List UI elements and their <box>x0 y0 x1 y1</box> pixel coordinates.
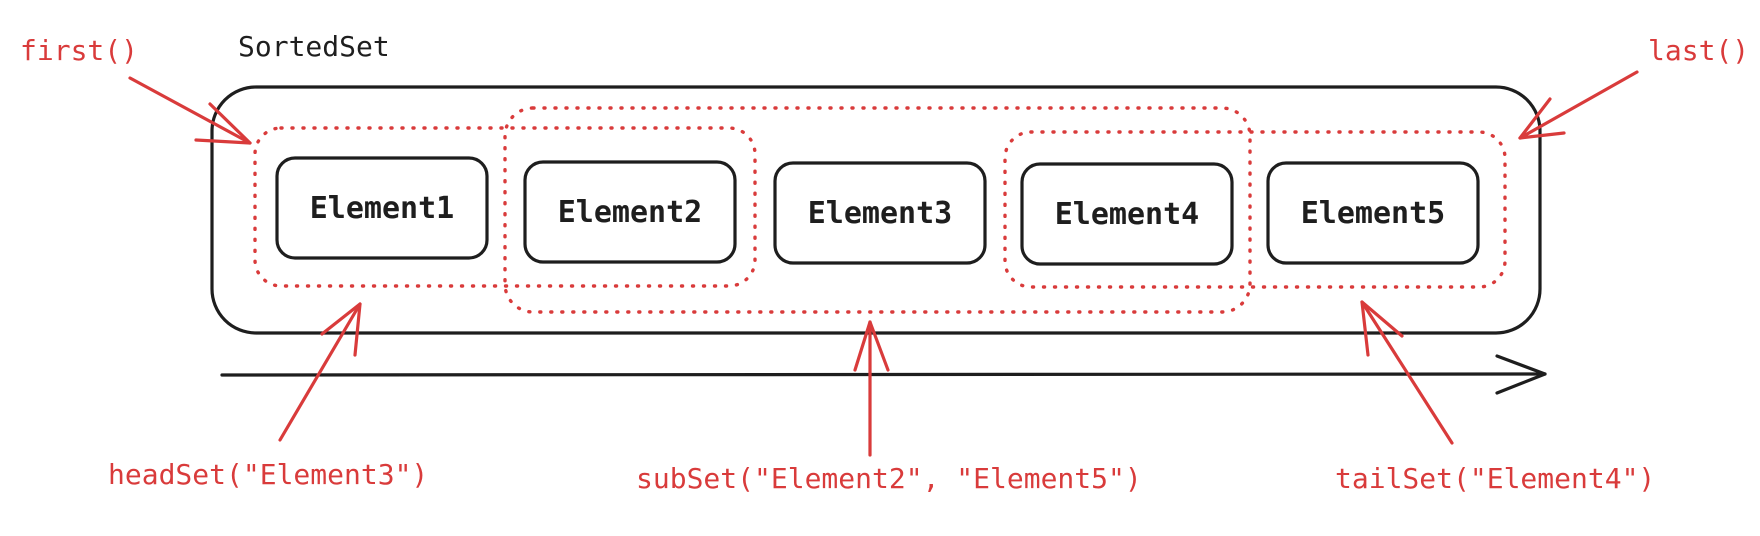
tailset-range-box <box>1003 130 1507 289</box>
headset-arrow <box>278 302 362 442</box>
element-label-1: Element1 <box>310 191 455 226</box>
subset-label: subSet("Element2", "Element5") <box>636 462 1142 495</box>
order-axis-arrow <box>220 354 1547 395</box>
headset-range-box <box>253 126 757 288</box>
element-box-5: Element5 <box>1266 161 1480 265</box>
first-method-label: first() <box>20 34 138 67</box>
subset-arrow <box>853 320 890 457</box>
element-box-3: Element3 <box>773 161 987 265</box>
element-box-4: Element4 <box>1020 162 1234 266</box>
tailset-arrow <box>1360 300 1454 445</box>
sortedset-container <box>210 85 1542 335</box>
tailset-label: tailSet("Element4") <box>1335 462 1655 495</box>
headset-label: headSet("Element3") <box>108 458 428 491</box>
element-label-3: Element3 <box>808 196 953 231</box>
last-method-label: last() <box>1648 34 1749 67</box>
sortedset-title: SortedSet <box>238 30 390 63</box>
last-arrow <box>1518 70 1639 140</box>
element-box-1: Element1 <box>275 156 489 260</box>
first-arrow <box>128 76 252 145</box>
element-label-5: Element5 <box>1301 196 1446 231</box>
element-box-2: Element2 <box>523 160 737 264</box>
element-label-4: Element4 <box>1055 197 1200 232</box>
element-label-2: Element2 <box>558 195 703 230</box>
